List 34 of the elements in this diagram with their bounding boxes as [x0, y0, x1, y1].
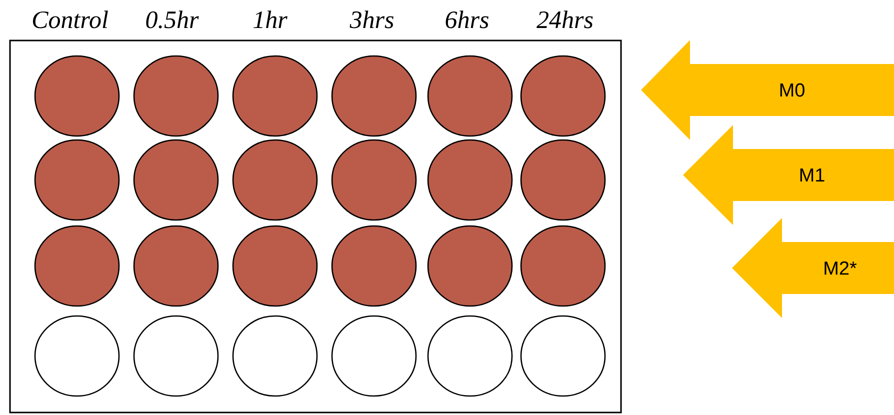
well-circle	[232, 55, 318, 137]
well-circle	[133, 55, 219, 137]
label-banner: M2*	[732, 218, 894, 318]
well-circle	[427, 315, 513, 397]
label-banner: M0	[641, 40, 894, 140]
well-circle	[427, 225, 513, 307]
well-circle	[427, 55, 513, 137]
well-circle	[520, 315, 606, 397]
well-circle	[34, 55, 120, 137]
well-circle	[331, 55, 417, 137]
well-circle	[232, 315, 318, 397]
well-circle	[331, 225, 417, 307]
well-circle	[520, 55, 606, 137]
well-circle	[520, 139, 606, 221]
well-circle	[331, 139, 417, 221]
column-header: Control	[32, 10, 108, 28]
well-circle	[34, 225, 120, 307]
well-circle	[34, 139, 120, 221]
well-circle	[232, 225, 318, 307]
well-circle	[133, 315, 219, 397]
column-header: 6hrs	[446, 10, 488, 28]
plate-box	[9, 40, 622, 414]
well-circle	[427, 139, 513, 221]
well-circle	[133, 139, 219, 221]
well-circle	[34, 315, 120, 397]
well-circle	[232, 139, 318, 221]
column-header: 1hr	[254, 10, 288, 28]
label-banner: M1	[683, 125, 894, 225]
column-header: 3hrs	[350, 10, 394, 28]
column-header: 24hrs	[536, 10, 593, 28]
well-circle	[520, 225, 606, 307]
well-circle	[331, 315, 417, 397]
well-circle	[133, 225, 219, 307]
column-header: 0.5hr	[146, 10, 199, 28]
